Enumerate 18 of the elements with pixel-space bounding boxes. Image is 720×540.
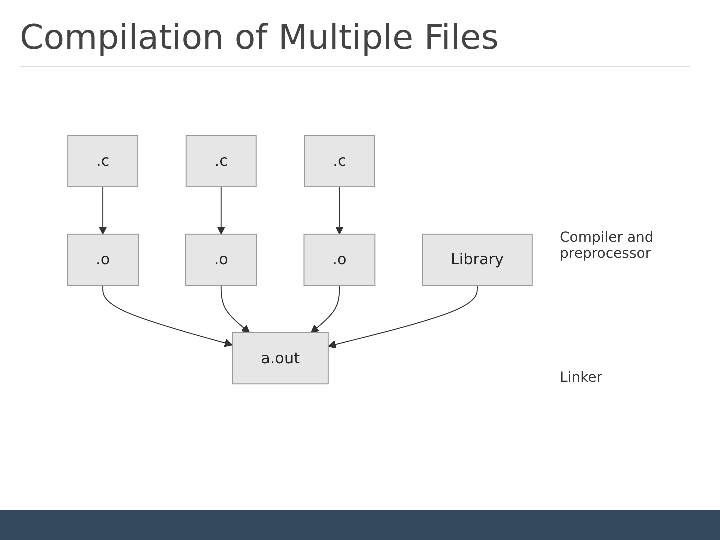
node-box: a.out — [232, 332, 329, 385]
arrow — [328, 285, 478, 349]
arrow — [220, 285, 250, 334]
arrow — [310, 285, 340, 334]
node-box: .o — [304, 234, 376, 286]
node-box: .c — [68, 135, 139, 188]
arrow — [217, 186, 226, 235]
node-box: .c — [304, 135, 376, 188]
node-box: .c — [186, 135, 257, 188]
node-box: .o — [185, 234, 258, 286]
note-text: Linker — [560, 370, 604, 386]
slide-title: Compilation of Multiple Files — [20, 18, 690, 67]
node-box: Library — [422, 234, 533, 286]
node-box: .o — [67, 234, 139, 286]
arrow — [98, 186, 108, 235]
arrow — [102, 285, 234, 348]
note-text: Compiler and preprocessor — [560, 230, 655, 262]
arrow — [336, 186, 344, 235]
